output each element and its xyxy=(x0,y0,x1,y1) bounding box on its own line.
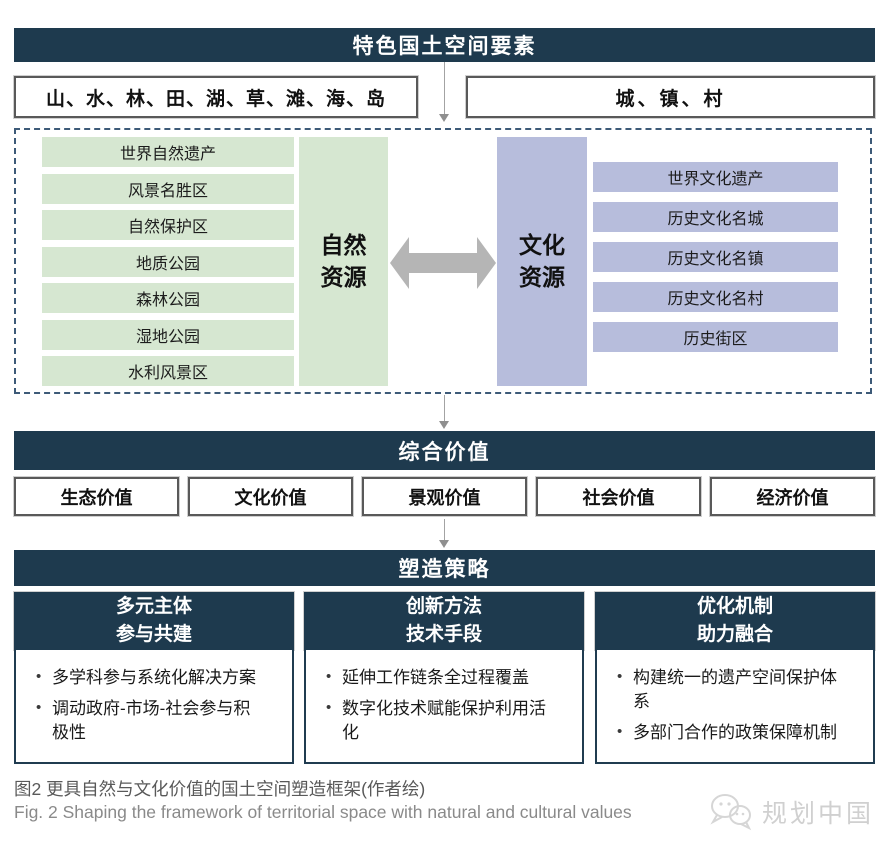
arrow-down-icon xyxy=(439,421,449,429)
connector-line-top xyxy=(444,62,445,115)
figure-caption-en: Fig. 2 Shaping the framework of territor… xyxy=(14,802,632,822)
value-box: 经济价值 xyxy=(710,477,875,516)
watermark-text: 规划中国 xyxy=(761,800,874,828)
heading-line: 参与共建 xyxy=(115,624,192,645)
heading-line: 创新方法 xyxy=(405,596,482,618)
cultural-resource-box: 文化 资源 xyxy=(497,137,587,386)
strategy-bullet: 多学科参与系统化解决方案 xyxy=(30,666,262,690)
arrow-down-icon xyxy=(439,540,449,548)
figure-caption-zh: 图2 更具自然与文化价值的国土空间塑造框架(作者绘) xyxy=(14,779,426,799)
natural-item: 世界自然遗产 xyxy=(42,137,294,167)
cultural-item: 历史文化名镇 xyxy=(593,242,838,272)
heading-line: 技术手段 xyxy=(405,624,482,645)
section-header-strategies: 塑造策略 xyxy=(14,550,875,586)
strategy-column-heading: 优化机制 助力融合 xyxy=(595,592,875,650)
natural-item: 风景名胜区 xyxy=(42,173,294,204)
section-header-elements: 特色国土空间要素 xyxy=(14,28,875,62)
strategy-bullet: 延伸工作链条全过程覆盖 xyxy=(320,666,552,690)
arrow-right-head xyxy=(477,237,496,289)
bidirectional-arrow-icon xyxy=(390,237,496,289)
strategy-column-heading: 多元主体 参与共建 xyxy=(14,592,294,650)
natural-item: 自然保护区 xyxy=(42,210,294,240)
natural-resource-box: 自然 资源 xyxy=(299,137,388,386)
natural-item: 地质公园 xyxy=(42,246,294,277)
values-row: 生态价值 文化价值 景观价值 社会价值 经济价值 xyxy=(14,477,875,516)
cultural-item: 历史文化名城 xyxy=(593,202,838,232)
value-box: 景观价值 xyxy=(362,477,527,516)
natural-item: 水利风景区 xyxy=(42,356,294,386)
cultural-item: 历史街区 xyxy=(593,322,838,352)
natural-item: 森林公园 xyxy=(42,283,294,313)
value-box: 生态价值 xyxy=(14,477,179,516)
cultural-item: 历史文化名村 xyxy=(593,282,838,312)
settlement-elements-box: 城、镇、村 xyxy=(466,76,875,118)
connector-line-middle xyxy=(444,395,445,422)
strategy-bullet: 构建统一的遗产空间保护体系 xyxy=(611,666,843,714)
connector-line-bottom xyxy=(444,519,445,541)
strategy-column-participation: 多元主体 参与共建 多学科参与系统化解决方案 调动政府-市场-社会参与积极性 xyxy=(14,592,294,764)
arrow-down-icon xyxy=(439,114,449,122)
strategy-column-heading: 创新方法 技术手段 xyxy=(304,592,584,650)
natural-elements-box: 山、水、林、田、湖、草、滩、海、岛 xyxy=(14,76,418,118)
strategy-column-body: 构建统一的遗产空间保护体系 多部门合作的政策保障机制 xyxy=(595,650,875,764)
watermark: 规划中国 xyxy=(708,792,874,832)
value-box: 文化价值 xyxy=(188,477,353,516)
resources-panel xyxy=(14,128,872,394)
strategy-column-body: 延伸工作链条全过程覆盖 数字化技术赋能保护利用活化 xyxy=(304,650,584,764)
value-box: 社会价值 xyxy=(536,477,701,516)
heading-line: 助力融合 xyxy=(696,624,773,645)
arrow-left-head xyxy=(390,237,409,289)
strategy-column-mechanism: 优化机制 助力融合 构建统一的遗产空间保护体系 多部门合作的政策保障机制 xyxy=(595,592,875,764)
heading-line: 优化机制 xyxy=(696,596,773,618)
strategy-column-body: 多学科参与系统化解决方案 调动政府-市场-社会参与积极性 xyxy=(14,650,294,764)
strategy-column-innovation: 创新方法 技术手段 延伸工作链条全过程覆盖 数字化技术赋能保护利用活化 xyxy=(304,592,584,764)
natural-items-list: 世界自然遗产 风景名胜区 自然保护区 地质公园 森林公园 湿地公园 水利风景区 xyxy=(42,137,294,386)
strategy-bullet: 调动政府-市场-社会参与积极性 xyxy=(30,697,262,745)
arrow-shaft xyxy=(407,253,479,273)
cultural-items-list: 世界文化遗产 历史文化名城 历史文化名镇 历史文化名村 历史街区 xyxy=(593,162,838,352)
section-header-values: 综合价值 xyxy=(14,431,875,470)
strategy-bullet: 多部门合作的政策保障机制 xyxy=(611,721,843,745)
heading-line: 多元主体 xyxy=(115,596,192,618)
strategy-bullet: 数字化技术赋能保护利用活化 xyxy=(320,697,552,745)
wechat-bubbles-icon xyxy=(710,794,752,831)
natural-item: 湿地公园 xyxy=(42,319,294,350)
cultural-item: 世界文化遗产 xyxy=(593,162,838,192)
